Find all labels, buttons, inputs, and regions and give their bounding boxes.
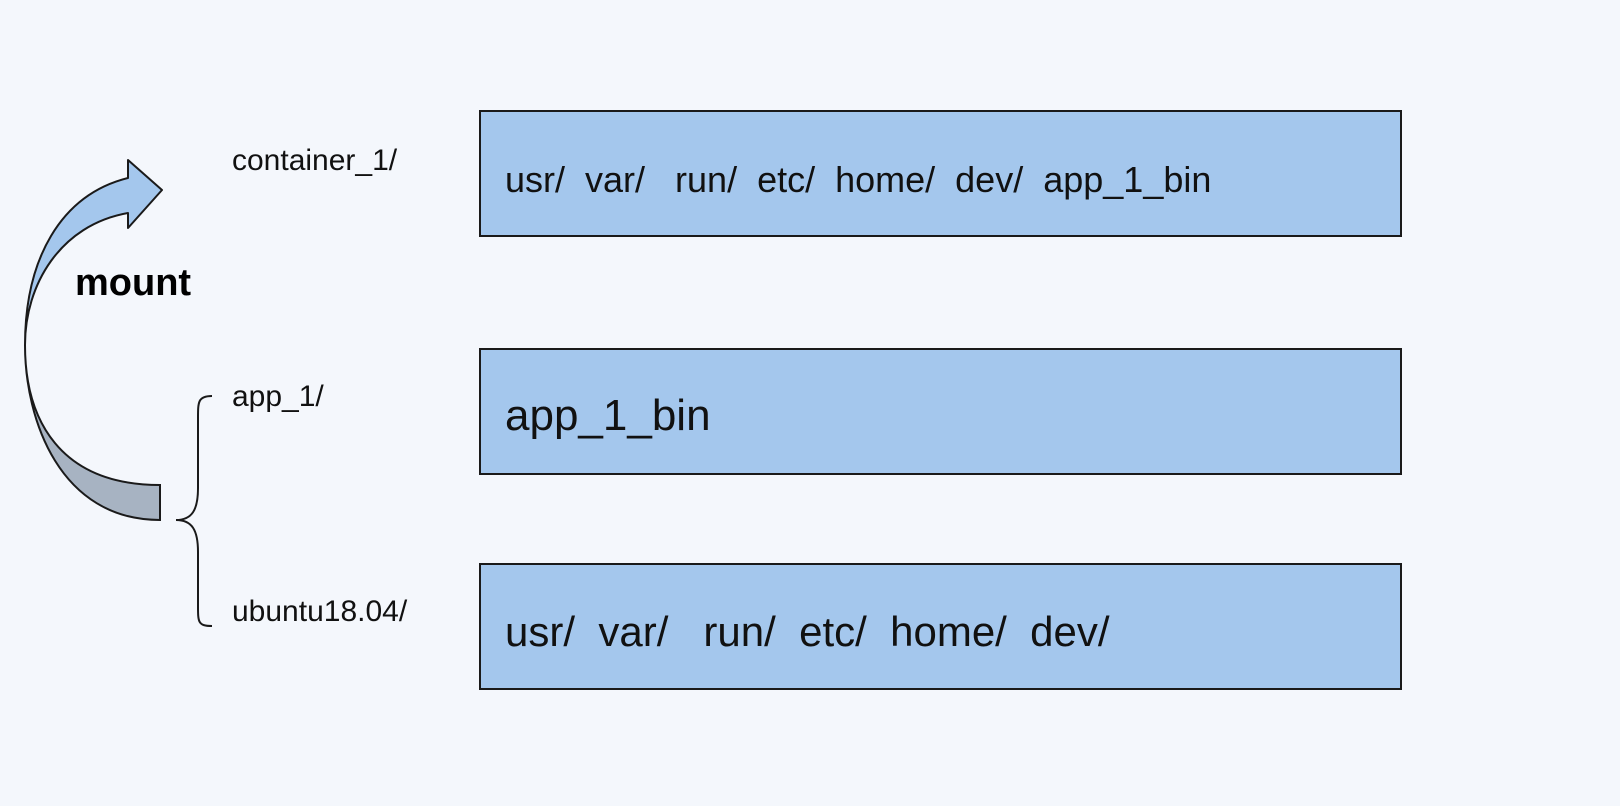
app-layer-box: app_1_bin bbox=[479, 348, 1402, 475]
app-layer-contents: app_1_bin bbox=[505, 391, 711, 440]
mount-label: mount bbox=[75, 262, 192, 304]
merge-brace-icon bbox=[175, 395, 213, 627]
base-layer-label: ubuntu18.04/ bbox=[232, 595, 408, 628]
container-layer-box: usr/ var/ run/ etc/ home/ dev/ app_1_bin bbox=[479, 110, 1402, 237]
container-label: container_1/ bbox=[232, 144, 398, 177]
mount-arrow-icon bbox=[24, 159, 163, 346]
app-layer-label: app_1/ bbox=[232, 380, 324, 413]
base-layer-contents: usr/ var/ run/ etc/ home/ dev/ bbox=[505, 608, 1110, 655]
container-layer-contents: usr/ var/ run/ etc/ home/ dev/ app_1_bin bbox=[505, 159, 1212, 200]
base-layer-box: usr/ var/ run/ etc/ home/ dev/ bbox=[479, 563, 1402, 690]
mount-arrow-back-icon bbox=[24, 344, 161, 522]
